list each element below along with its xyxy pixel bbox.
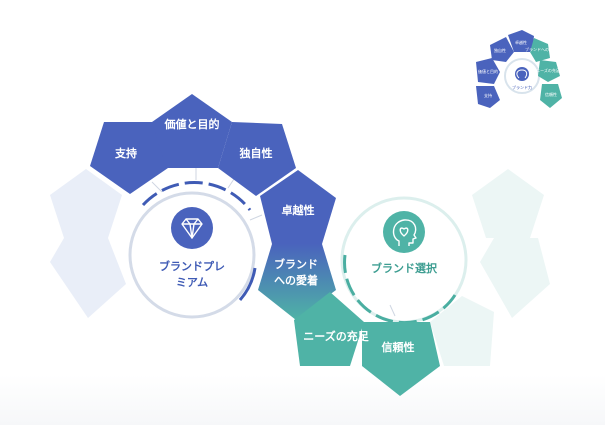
segment-label-trust: 信頼性 bbox=[382, 340, 415, 354]
thumb-segment-value-purpose bbox=[476, 58, 500, 84]
segment-needs-fulfillment[interactable] bbox=[294, 292, 364, 366]
segment-label-brand-love-line1: ブランド bbox=[274, 257, 318, 271]
left-hub-icon-circle bbox=[171, 207, 213, 249]
left-hub-label-line2: ミアム bbox=[176, 276, 208, 289]
segment-label-uniqueness: 独自性 bbox=[239, 146, 273, 160]
ghost-segment-left-lower bbox=[50, 238, 126, 318]
thumb-label-uniqueness: 独自性 bbox=[494, 47, 506, 53]
ghost-segment-left-upper bbox=[50, 169, 122, 238]
segment-label-excellence: 卓越性 bbox=[282, 203, 315, 217]
thumb-segment-excellence bbox=[508, 30, 534, 52]
thumbnail-head-heart-icon bbox=[516, 69, 528, 79]
thumb-label-excellence: 卓越性 bbox=[515, 39, 527, 45]
left-hub-outer-ring bbox=[128, 191, 256, 319]
right-hub-arc bbox=[343, 254, 457, 325]
segment-label-brand-love-line2: への愛着 bbox=[274, 273, 318, 287]
segment-trust[interactable] bbox=[362, 322, 440, 396]
thumb-segment-needs-fulfillment bbox=[538, 60, 560, 82]
thumb-label-value-purpose: 価値と目的 bbox=[478, 68, 498, 74]
thumb-label-trust: 信頼性 bbox=[545, 91, 557, 97]
segment-label-needs-fulfillment: ニーズの充足 bbox=[303, 329, 369, 343]
thumb-hub-label: ブランド力 bbox=[512, 84, 532, 90]
segment-uniqueness[interactable] bbox=[218, 122, 296, 196]
head-heart-icon bbox=[392, 219, 417, 246]
thumb-segment-support bbox=[476, 86, 500, 108]
ghost-segment-right-upper bbox=[472, 169, 544, 238]
thumb-segment-trust bbox=[540, 84, 562, 108]
segment-label-value-purpose: 価値と目的 bbox=[164, 117, 220, 131]
thumb-segment-brand-love bbox=[530, 38, 550, 62]
left-hub-arc bbox=[141, 181, 252, 211]
segment-excellence[interactable] bbox=[260, 170, 336, 244]
segment-label-support: 支持 bbox=[114, 146, 137, 160]
right-hub-label: ブランド選択 bbox=[371, 261, 438, 275]
segment-support[interactable] bbox=[90, 122, 168, 194]
right-hub-icon-circle bbox=[383, 211, 425, 253]
thumb-segment-uniqueness bbox=[490, 37, 514, 62]
ghost-segment-right-lower bbox=[430, 296, 494, 366]
thumbnail-diagram: 独自性 卓越性 ブランドへの愛着 価値と目的 ニーズの充足 支持 信頼性 ブラン… bbox=[476, 30, 562, 108]
floor-shadow bbox=[0, 375, 605, 425]
ghost-segment-right-middle bbox=[480, 238, 550, 318]
diamond-icon bbox=[181, 218, 203, 239]
left-hub-arc-lower bbox=[238, 267, 257, 301]
thumb-label-support: 支持 bbox=[484, 92, 492, 98]
left-hub-label-line1: ブランドプレ bbox=[159, 259, 225, 273]
segment-brand-love[interactable] bbox=[258, 244, 336, 320]
segment-value-purpose[interactable] bbox=[152, 94, 232, 168]
thumb-label-needs-fulfillment: ニーズの充足 bbox=[536, 67, 560, 73]
thumb-label-brand-love: ブランドへの愛着 bbox=[525, 46, 557, 52]
